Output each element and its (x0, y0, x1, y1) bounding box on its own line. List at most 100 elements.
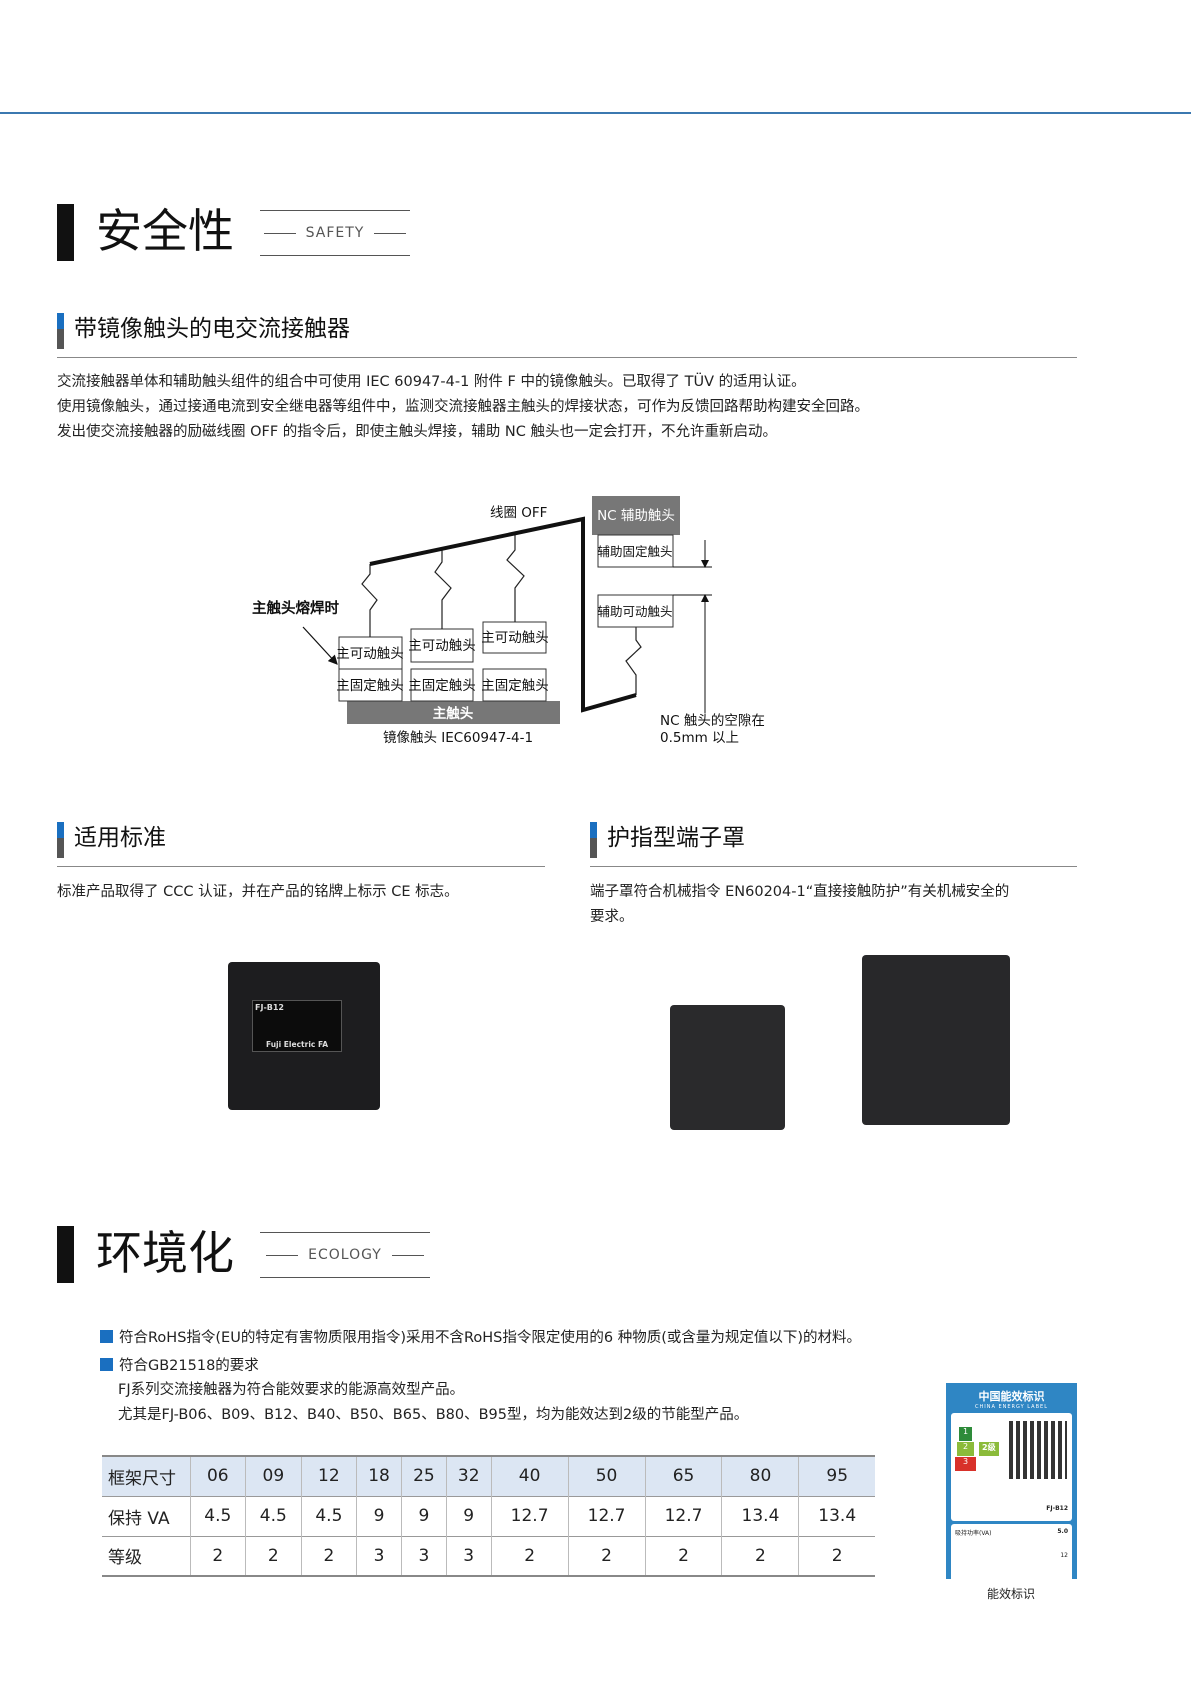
divider (57, 357, 1077, 358)
text-line: 发出使交流接触器的励磁线圈 OFF 的指令后，即使主触头焊接，辅助 NC 触头也… (57, 424, 777, 440)
table-cell: 9 (356, 1496, 402, 1536)
gap-label-2: 0.5mm 以上 (660, 730, 739, 746)
text-line: 要求。 (590, 909, 634, 925)
table-cell: 12 (300, 1456, 357, 1496)
bullet-item: 符合GB21518的要求 (100, 1354, 259, 1375)
divider (57, 866, 545, 867)
table-cell: 2 (721, 1536, 799, 1576)
diagram-caption: 镜像触头 IEC60947-4-1 (383, 730, 533, 746)
nc-aux-label: NC 辅助触头 (597, 508, 675, 524)
table-cell: 12.7 (490, 1496, 569, 1536)
coil-linkage (369, 516, 637, 713)
section-eng-ecology: ECOLOGY (260, 1232, 430, 1278)
movable-contact-1 (338, 636, 403, 670)
spring-1 (361, 564, 378, 637)
table-cell: 2 (490, 1536, 569, 1576)
table-cell: 40 (490, 1456, 569, 1496)
fixed-contact-3 (482, 668, 547, 702)
movable-label: 主可动触头 (408, 638, 476, 654)
section-title-safety: 安全性 (96, 204, 234, 258)
movable-label: 主可动触头 (481, 630, 549, 646)
weld-label: 主触头熔焊时 (252, 599, 339, 617)
table-cell: 25 (400, 1456, 447, 1496)
finger-guard-text: 端子罩符合机械指令 EN60204-1“直接接触防护”有关机械安全的 要求。 (590, 880, 1090, 930)
row-label: 框架尺寸 (102, 1456, 190, 1496)
mirror-description: 交流接触器单体和辅助触头组件的组合中可使用 IEC 60947-4-1 附件 F… (57, 370, 1087, 445)
eng-label: SAFETY (305, 225, 365, 241)
table-cell: 4.5 (245, 1496, 302, 1536)
spring-2 (434, 549, 452, 629)
table-cell: 09 (245, 1456, 302, 1496)
fixed-contact-2 (410, 668, 474, 702)
top-rule (0, 112, 1191, 114)
weld-arrow (302, 626, 338, 665)
row-label: 等级 (108, 1548, 142, 1569)
table-cell: 2 (245, 1536, 302, 1576)
section-eng-safety: SAFETY (260, 210, 410, 256)
fixed-label: 主固定触头 (408, 678, 476, 694)
table-cell: 95 (798, 1456, 875, 1496)
main-contact-bar (347, 701, 560, 724)
nc-aux-header (592, 496, 680, 535)
text-line: 交流接触器单体和辅助触头组件的组合中可使用 IEC 60947-4-1 附件 F… (57, 374, 806, 390)
table-cell: 13.4 (798, 1496, 875, 1536)
text-line: FJ系列交流接触器为符合能效要求的能源高效型产品。 (118, 1382, 465, 1398)
table-cell: 9 (400, 1496, 447, 1536)
china-energy-label: 中国能效标识 CHINA ENERGY LABEL 1 2 3 2级 FJ-B1… (946, 1383, 1077, 1582)
section-title-ecology: 环境化 (96, 1226, 234, 1280)
text-line: 尤其是FJ-B06、B09、B12、B40、B50、B65、B80、B95型，均… (118, 1407, 749, 1423)
table-cell: 3 (400, 1536, 447, 1576)
table-cell: 2 (644, 1536, 722, 1576)
aux-movable-label: 辅助可动触头 (597, 604, 672, 619)
section-bar (57, 1226, 74, 1283)
energy-label-caption: 能效标识 (987, 1587, 1036, 1601)
nameplate-model: FJ-B12 (255, 1003, 284, 1012)
qr-code (1009, 1421, 1067, 1479)
table-cell: 12.7 (567, 1496, 646, 1536)
text-line: 使用镜像触头，通过接通电流到安全继电器等组件中，监测交流接触器主触头的焊接状态，… (57, 399, 869, 415)
ecology-description: FJ系列交流接触器为符合能效要求的能源高效型产品。 尤其是FJ-B06、B09、… (118, 1378, 748, 1428)
table-cell: 2 (567, 1536, 646, 1576)
current-value: 12 (1060, 1552, 1068, 1559)
bullet-item: 符合RoHS指令(EU的特定有害物质限用指令)采用不含RoHS指令限定使用的6 … (100, 1326, 861, 1347)
divider (590, 866, 1077, 867)
grade-1: 1 (959, 1427, 972, 1441)
text-line: 端子罩符合机械指令 EN60204-1“直接接触防护”有关机械安全的 (590, 884, 1010, 900)
energy-label-upper-panel: 1 2 3 2级 FJ-B12 (951, 1413, 1072, 1521)
table-cell: 2 (798, 1536, 875, 1576)
bullet-text: 符合RoHS指令(EU的特定有害物质限用指令)采用不含RoHS指令限定使用的6 … (119, 1330, 862, 1346)
bullet-text: 符合GB21518的要求 (119, 1358, 259, 1374)
power-label: 吸持功率(VA) (955, 1530, 992, 1537)
table-cell: 9 (445, 1496, 492, 1536)
table-cell: 2 (300, 1536, 357, 1576)
contactor-small-image (670, 1005, 785, 1130)
contactor-side-image: FJ-B12 Fuji Electric FA (228, 962, 380, 1110)
eng-label: ECOLOGY (308, 1247, 382, 1263)
grade-indicator: 2级 (979, 1442, 999, 1456)
row-label: 保持 VA (108, 1508, 170, 1529)
energy-label-lower-panel: 吸持功率(VA) 5.0 12 (951, 1524, 1072, 1582)
table-cell: 13.4 (721, 1496, 799, 1536)
table-cell: 4.5 (300, 1496, 357, 1536)
gap-label-1: NC 触头的空隙在 (660, 713, 765, 729)
grade-2: 2 (957, 1442, 974, 1456)
section-bar (57, 204, 74, 261)
table-cell: 3 (445, 1536, 492, 1576)
table-cell: 50 (567, 1456, 646, 1496)
subsection-bar (590, 822, 597, 858)
standards-text: 标准产品取得了 CCC 认证，并在产品的铭牌上标示 CE 标志。 (57, 884, 459, 900)
table-cell: 65 (644, 1456, 722, 1496)
spring-3 (506, 533, 525, 622)
bullet-square-icon (100, 1358, 113, 1371)
table-cell: 18 (356, 1456, 402, 1496)
aux-movable-box (597, 594, 674, 628)
movable-label: 主可动触头 (336, 646, 404, 662)
subsection-bar (57, 313, 64, 349)
table-cell: 12.7 (644, 1496, 722, 1536)
contactor-large-image (862, 955, 1010, 1125)
subsection-bar (57, 822, 64, 858)
aux-fixed-label: 辅助固定触头 (597, 544, 672, 559)
energy-label-title: 中国能效标识 (978, 1390, 1045, 1403)
